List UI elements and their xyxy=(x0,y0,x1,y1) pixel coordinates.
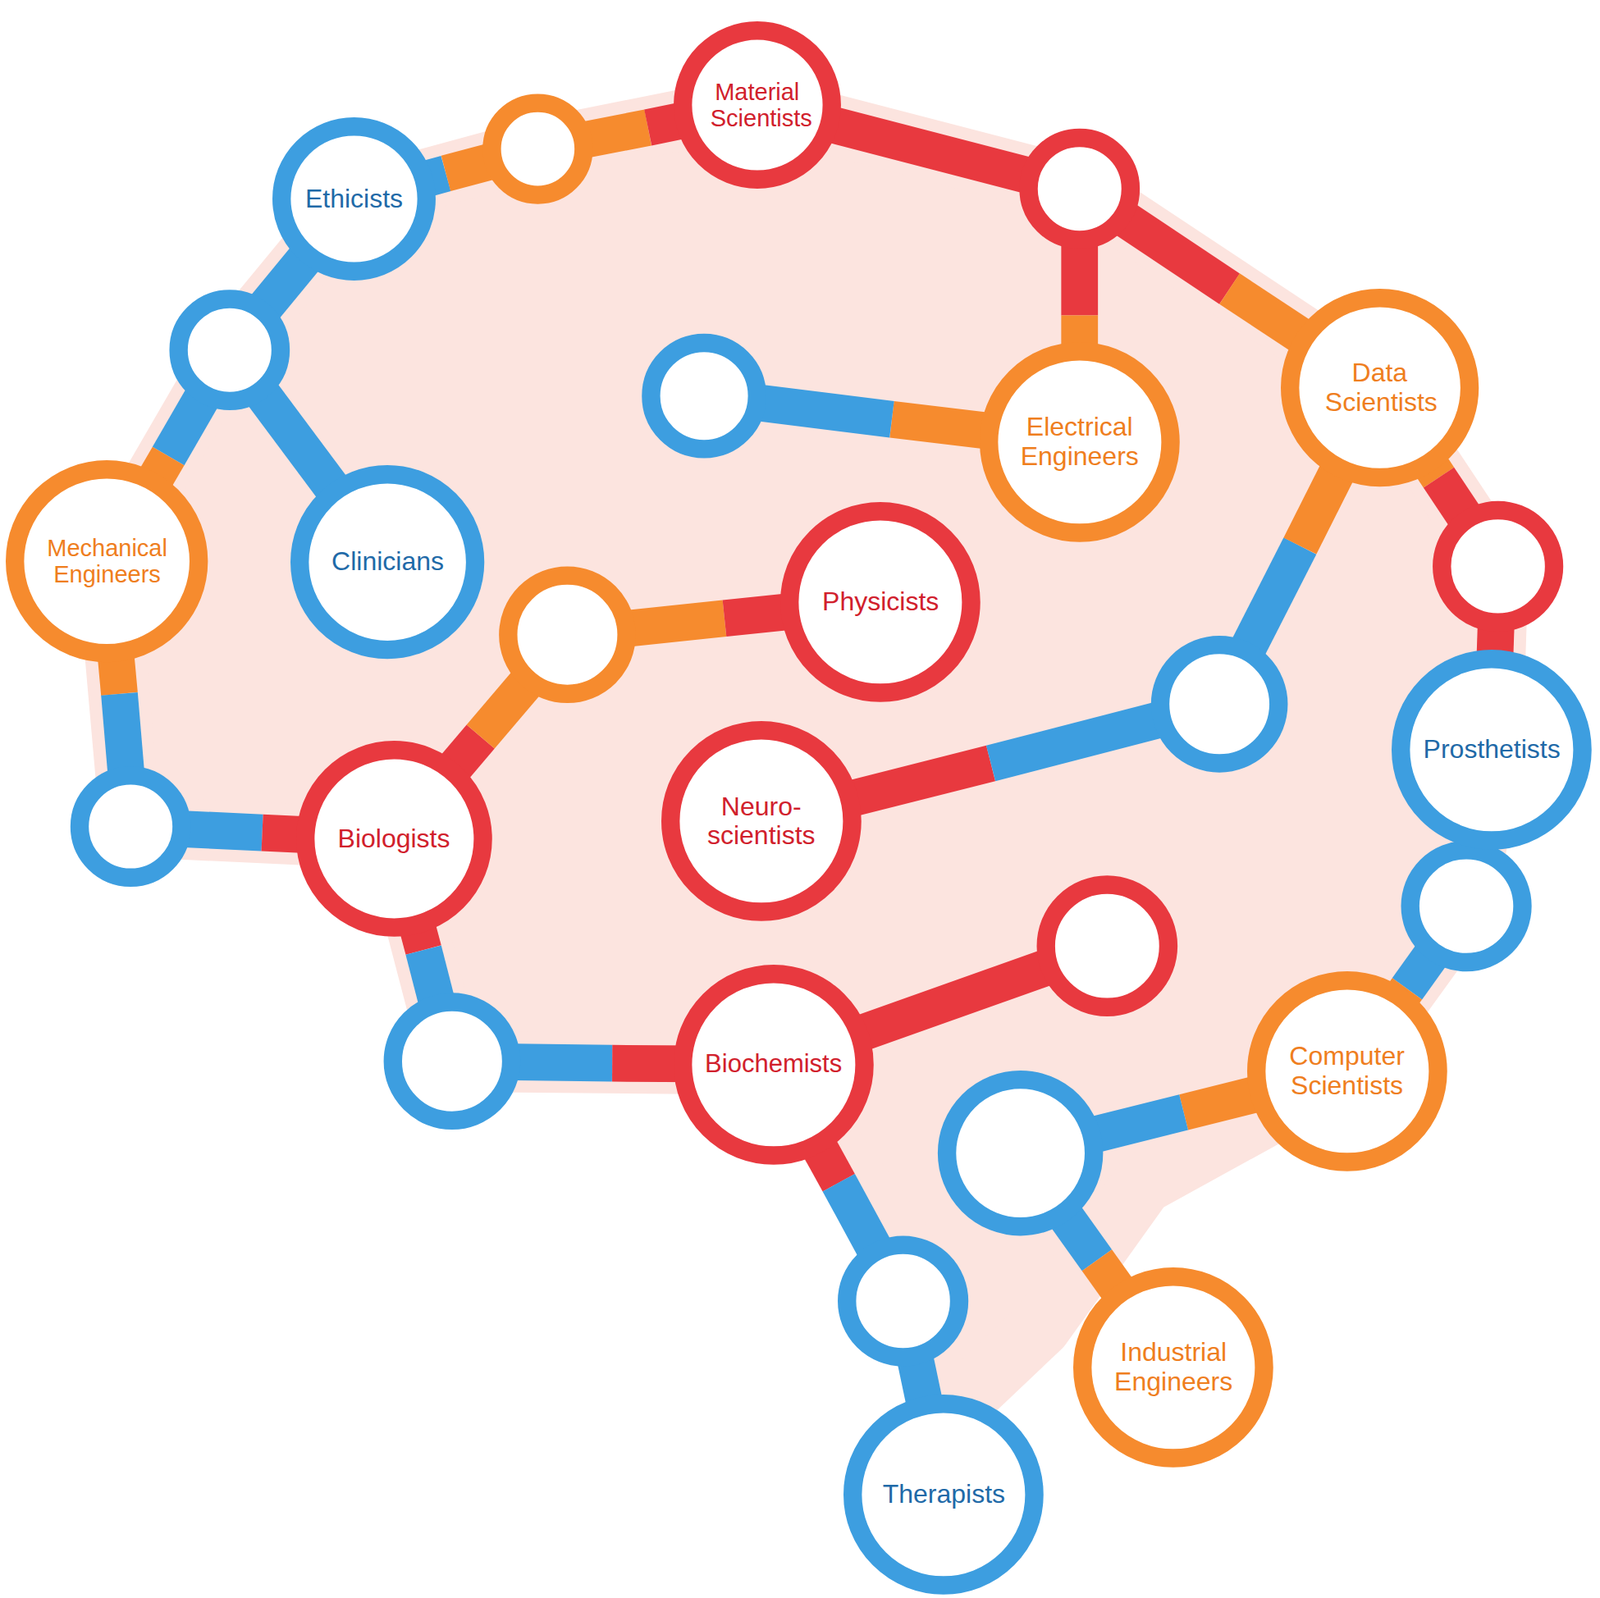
discipline-label: Clinicians xyxy=(331,547,444,577)
discipline-circle: Mechanical Engineers xyxy=(5,460,208,663)
discipline-circle: Clinicians xyxy=(290,465,485,659)
discipline-label: Data Scientists xyxy=(1325,358,1435,418)
discipline-circle: Material Scientists xyxy=(673,21,842,189)
discipline-label: Therapists xyxy=(882,1480,1006,1510)
discipline-circle: Prosthetists xyxy=(1391,649,1592,851)
discipline-circle: Ethicists xyxy=(272,117,436,281)
discipline-label: Physicists xyxy=(822,587,939,618)
network-bands xyxy=(107,105,1499,1495)
discipline-label: Neuro- scientists xyxy=(699,792,823,852)
discipline-circle: Biologists xyxy=(296,740,493,938)
discipline-circle: Computer Scientists xyxy=(1247,971,1448,1172)
discipline-circle: Therapists xyxy=(843,1394,1044,1596)
discipline-circle: Biochemists xyxy=(673,964,874,1166)
discipline-circle: Physicists xyxy=(780,502,981,703)
discipline-label: Prosthetists xyxy=(1423,735,1561,765)
discipline-label: Material Scientists xyxy=(710,78,805,133)
discipline-label: Industrial Engineers xyxy=(1111,1338,1235,1398)
discipline-label: Computer Scientists xyxy=(1285,1042,1409,1102)
empty-circles xyxy=(79,103,1555,1358)
discipline-circle: Neuro- scientists xyxy=(661,721,862,922)
discipline-circle: Industrial Engineers xyxy=(1073,1267,1274,1468)
discipline-label: Ethicists xyxy=(305,184,403,215)
discipline-label: Biologists xyxy=(338,824,451,855)
discipline-circle: Data Scientists xyxy=(1280,288,1479,487)
brain-fill xyxy=(107,105,1499,1419)
discipline-label: Electrical Engineers xyxy=(1018,412,1142,472)
discipline-label: Mechanical Engineers xyxy=(41,534,174,589)
discipline-label: Biochemists xyxy=(704,1050,842,1079)
discipline-circle: Electrical Engineers xyxy=(979,342,1180,543)
